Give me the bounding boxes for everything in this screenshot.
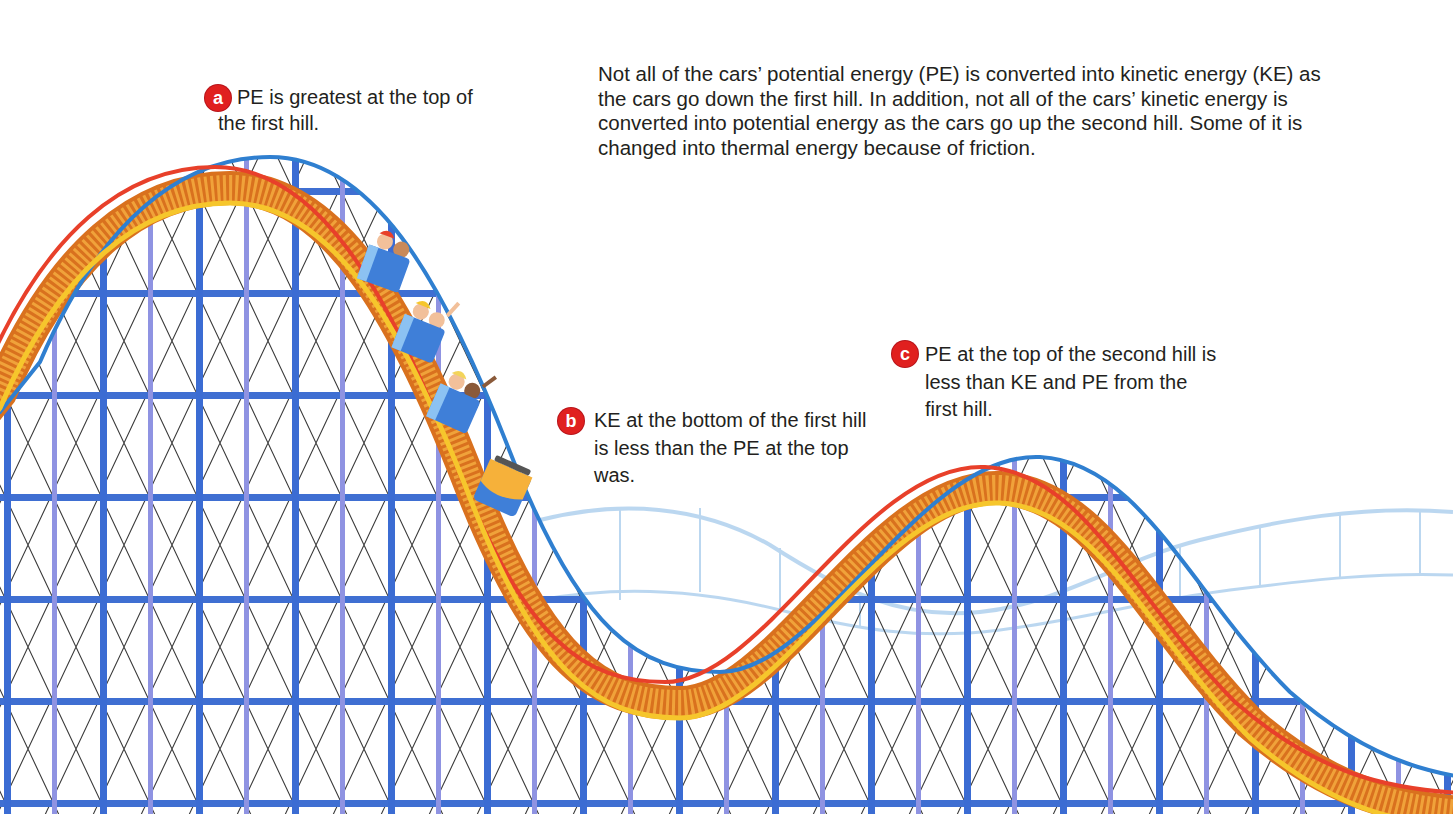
callout-text: PE is greatest at the top of the first h… <box>218 84 476 136</box>
track <box>0 157 1453 814</box>
explanation-text: Not all of the cars’ potential energy (P… <box>598 62 1350 160</box>
coaster-cars <box>357 226 535 517</box>
callout-circle: a <box>205 85 231 111</box>
callout-letter: c <box>900 345 910 363</box>
callout-text: KE at the bottom of the first hill is le… <box>594 407 872 490</box>
callout-circle: c <box>892 341 918 367</box>
callout-letter: a <box>213 89 223 107</box>
callout-text: PE at the top of the second hill is less… <box>925 341 1225 424</box>
callout-letter: b <box>566 412 577 430</box>
callout-circle: b <box>558 408 584 434</box>
